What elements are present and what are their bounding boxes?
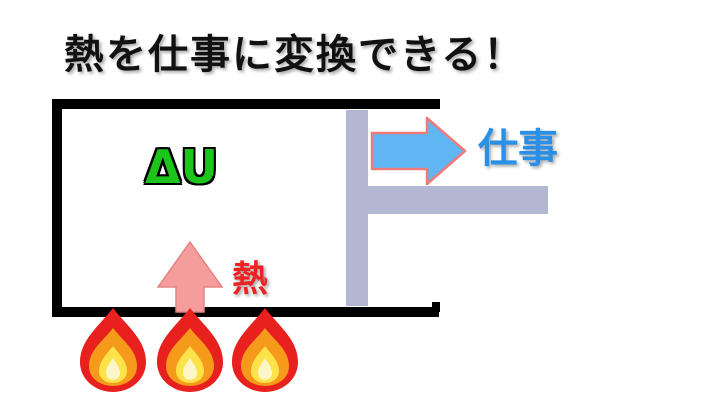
cylinder-wall xyxy=(52,99,439,317)
piston-rod xyxy=(360,186,548,214)
work-label: 仕事 xyxy=(478,126,558,172)
piston-head xyxy=(346,110,368,306)
cylinder-stub-bottom xyxy=(432,302,440,312)
page-title: 熱を仕事に変換できる！ xyxy=(64,32,526,78)
flame-icon xyxy=(80,308,146,392)
internal-energy-label: ΔU xyxy=(145,140,218,194)
heat-arrow xyxy=(156,240,224,313)
flame-icon xyxy=(157,308,223,392)
heat-label: 熱 xyxy=(232,259,269,300)
cylinder-stub-top xyxy=(432,99,440,109)
flame-icon xyxy=(232,308,298,392)
work-arrow xyxy=(370,116,467,186)
